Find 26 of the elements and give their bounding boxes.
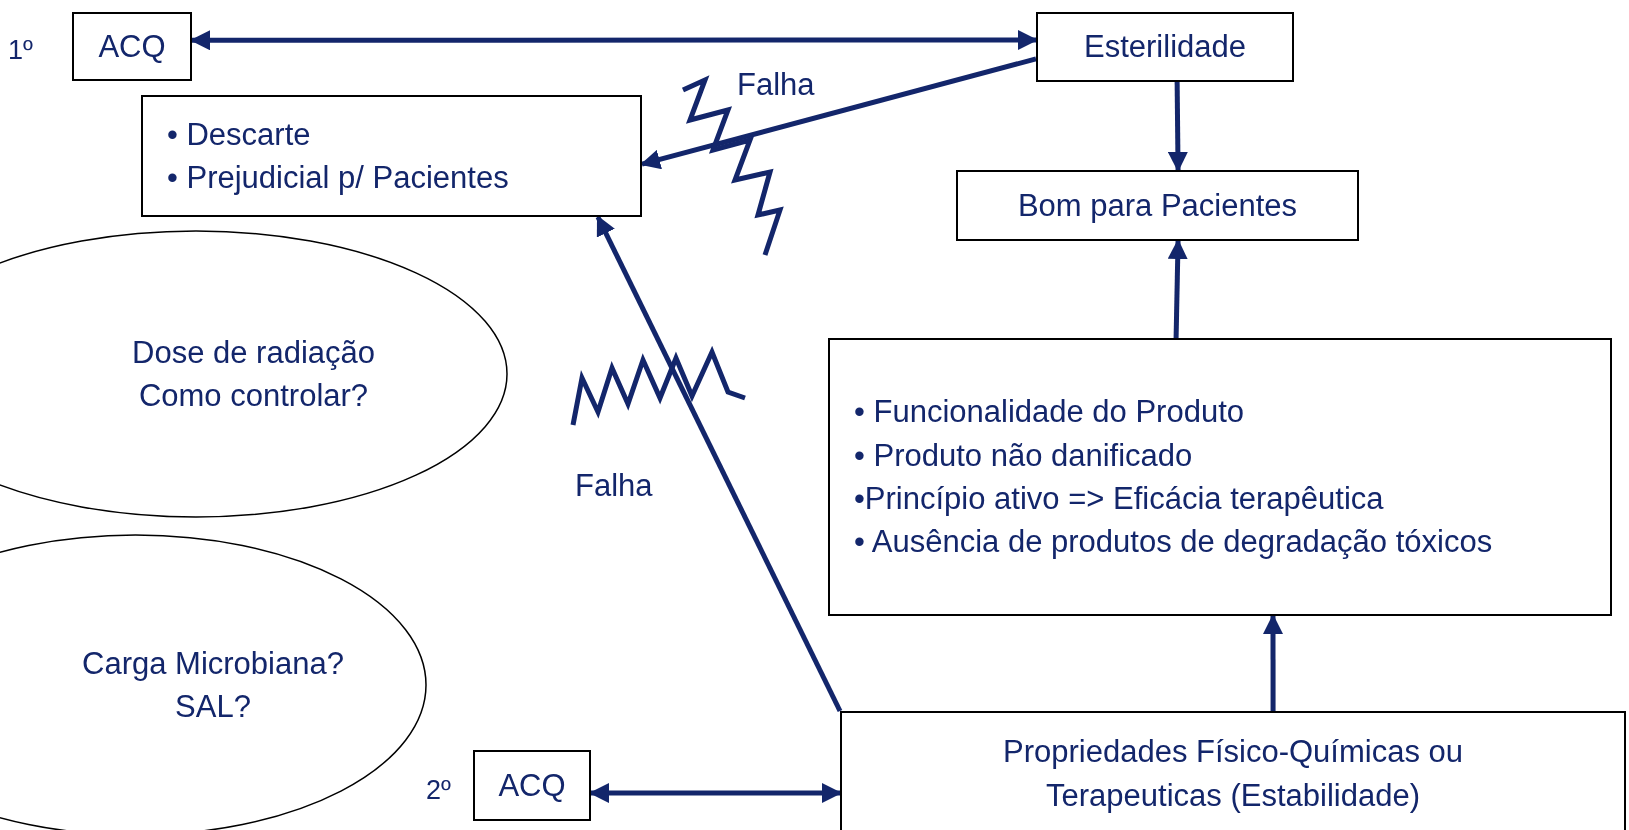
node-text: • Descarte [167, 115, 311, 154]
step-number: 2º [426, 774, 451, 807]
node-text: •Princípio ativo => Eficácia terapêutica [854, 480, 1384, 518]
text-box [1036, 12, 1294, 82]
text-box [828, 338, 1612, 616]
node-text: Carga Microbiana? SAL? [81, 644, 345, 726]
node-text: Propriedades Físico-Químicas ou Terapeuticas (Estabilidade) [1002, 733, 1464, 815]
arrow [1167, 81, 1188, 172]
node-text: Esterilidade [1084, 28, 1246, 67]
text-box [956, 170, 1359, 241]
arrow [595, 215, 843, 713]
node-text: Bom para Pacientes [1017, 186, 1298, 225]
node-text: • Prejudicial p/ Pacientes [167, 159, 509, 197]
text-box [840, 711, 1626, 830]
arrow [1263, 614, 1283, 711]
arrow [1167, 239, 1188, 339]
node-text: ACQ [98, 27, 166, 66]
step-number: 1º [8, 34, 33, 67]
node-text: • Produto não danificado [854, 436, 1193, 475]
text-box [141, 95, 642, 217]
node-text: • Funcionalidade do Produto [854, 393, 1244, 432]
node-text: Dose de radiação Como controlar? [131, 333, 376, 415]
text-box [72, 12, 192, 81]
node-text: ACQ [498, 766, 566, 805]
text-box [473, 750, 591, 821]
node-text: • Ausência de produtos de degradação tóxicos [854, 523, 1493, 562]
